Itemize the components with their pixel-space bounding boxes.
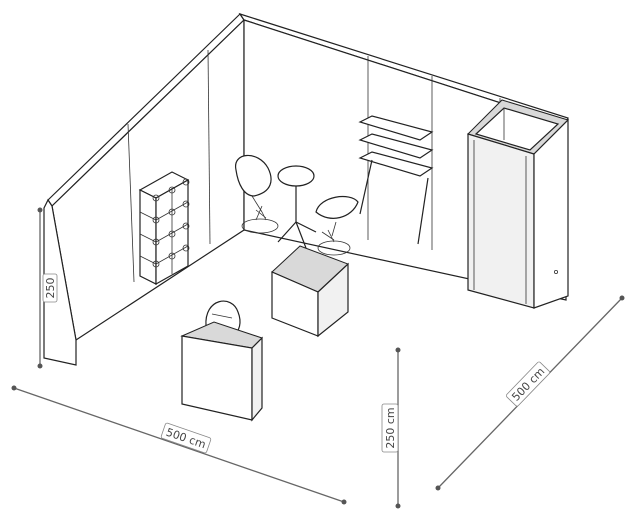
reception-counter <box>180 300 263 422</box>
storage-cabin <box>467 99 569 309</box>
chair-left <box>235 154 279 234</box>
left-wall <box>43 13 245 366</box>
side-depth-label: 500 cm <box>509 365 547 404</box>
dimension-front-width: 500 cm <box>11 385 347 505</box>
dimension-left-height: 250 <box>37 207 58 369</box>
dimension-wall-height: 250 cm <box>381 347 401 509</box>
display-cube <box>271 245 349 338</box>
chair-right <box>315 195 359 256</box>
cube-shelf <box>138 171 190 286</box>
dimension-side-depth: 500 cm <box>435 295 625 491</box>
left-height-label: 250 <box>44 278 57 299</box>
bar-table <box>277 165 317 249</box>
wall-shelves <box>358 115 434 245</box>
wall-height-label: 250 cm <box>384 407 397 448</box>
